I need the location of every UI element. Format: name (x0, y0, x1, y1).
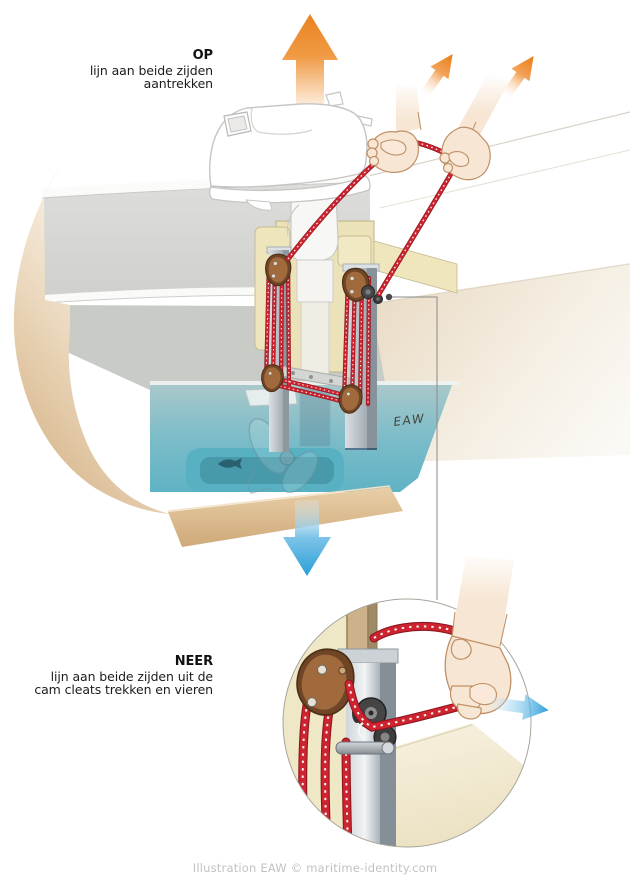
swivel-housing (296, 259, 334, 303)
cowling-lower-band (208, 175, 371, 204)
callout-dot (385, 293, 393, 301)
inset-wood-post (346, 599, 378, 657)
inset-deck-highlight (389, 719, 473, 748)
label-down: NEER lijn aan beide zijden uit de cam cl… (0, 655, 213, 697)
waterline (150, 381, 460, 385)
bolt (329, 379, 333, 383)
transom-assembly (254, 193, 458, 452)
submerged-motor-ghost (247, 387, 331, 494)
drive-shaft-housing (300, 301, 330, 375)
label-down-line1: lijn aan beide zijden uit de (50, 668, 213, 684)
credit-line: Illustration EAW © maritime-identity.com (192, 861, 438, 875)
rope-clip (357, 722, 365, 740)
transom-top-edge (373, 240, 458, 294)
up-arrow-icon (282, 14, 338, 107)
deck-highlight (371, 257, 630, 303)
gunwale-edge (41, 181, 371, 199)
cam-cleat-detail-inset (282, 556, 549, 848)
hull-exterior (13, 163, 170, 514)
label-up-line2: aantrekken (143, 76, 213, 91)
outboard-motor (208, 91, 373, 211)
fish-icon (218, 458, 242, 469)
cowling-seam (250, 107, 313, 135)
pulling-hand-right (439, 72, 509, 181)
clamp-bracket-right (337, 235, 372, 267)
pull-up-arrow-icon (419, 54, 453, 98)
pulley-block (261, 364, 284, 393)
inset-pulley-block (296, 648, 355, 716)
label-down-title: NEER (174, 654, 213, 669)
easing-hand (444, 556, 514, 720)
bolt (309, 375, 313, 379)
pulley-blocks (261, 253, 370, 414)
ease-out-arrow-icon (489, 694, 549, 721)
pulley-block (341, 267, 370, 302)
motor-window-inner (227, 115, 248, 133)
label-down-line2: cam cleats trekken en vieren (34, 682, 213, 697)
pull-up-arrow-icon (500, 56, 534, 100)
pulley-block (338, 384, 363, 414)
sheer-line-2 (379, 149, 630, 209)
tilt-lever (286, 204, 300, 237)
hull-bottom-highlight (167, 485, 391, 512)
inset-pin-cap (381, 741, 395, 755)
motor-handle (325, 91, 344, 107)
pulley-block (265, 253, 292, 287)
inset-transom-panel (283, 599, 352, 847)
callout-line (385, 293, 438, 600)
inset-deck-edge (389, 724, 473, 751)
label-up-line1: lijn aan beide zijden (89, 62, 213, 78)
pulling-hand-left (366, 84, 422, 173)
detail-circle-edge (282, 598, 532, 848)
water-well (150, 381, 460, 494)
artist-signature: EAW (393, 411, 426, 429)
bolt (291, 371, 295, 375)
label-up: OP lijn aan beide zijden aantrekken (0, 49, 213, 91)
hull-bottom-edge (168, 487, 403, 547)
inset-pin (335, 741, 389, 755)
down-arrow-icon (283, 500, 331, 576)
label-up-title: OP (192, 48, 213, 63)
cowling-chin (244, 199, 273, 211)
